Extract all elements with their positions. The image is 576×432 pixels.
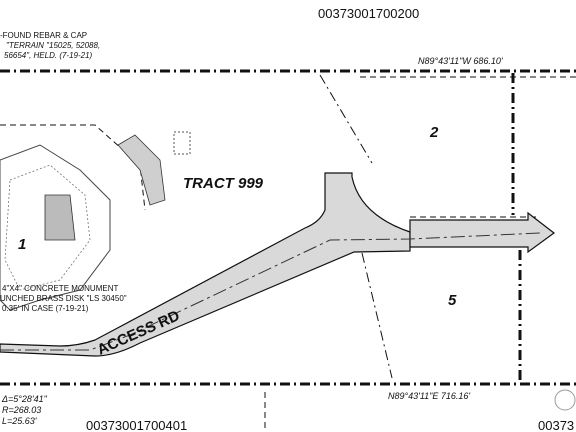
building-footprint <box>0 134 166 311</box>
lot-5-west-line <box>361 252 393 379</box>
tract-label: TRACT 999 <box>183 175 264 192</box>
road-extension <box>409 211 556 254</box>
note-found-rebar-1: -FOUND REBAR & CAP <box>0 31 87 40</box>
note-found-rebar-2: "TERRAIN "15025, 52088, <box>6 41 100 50</box>
note-found-rebar-3: 56654", HELD. (7-19-21) <box>4 51 93 60</box>
road-centerline <box>0 232 541 351</box>
note-monument-3: 0.35' IN CASE (7-19-21) <box>2 304 89 313</box>
north-bearing-label: N89°43'11"W 686.10' <box>418 56 503 66</box>
curve-delta: Δ=5°28'41" <box>1 394 48 404</box>
lot-1-label: 1 <box>18 236 26 253</box>
curve-radius: R=268.03 <box>2 405 41 415</box>
lot-2-west-line <box>319 74 373 164</box>
tract-boundary <box>0 124 146 211</box>
parcel-id-bottom-right: 00373 <box>538 418 574 432</box>
parcel-id-bottom: 00373001700401 <box>86 418 187 432</box>
access-road <box>0 172 411 357</box>
curve-length: L=25.63' <box>2 416 37 426</box>
parcel-id-top: 00373001700200 <box>318 6 419 21</box>
corner-monument-icon <box>554 389 576 411</box>
lot-2-label: 2 <box>429 124 439 141</box>
survey-marker-square <box>173 131 191 155</box>
note-monument-2: UNCHED BRASS DISK "LS 30450" <box>0 294 127 303</box>
south-bearing-label: N89°43'11"E 716.16' <box>388 391 470 401</box>
note-monument-1: 4"X4" CONCRETE MONUMENT <box>2 284 118 293</box>
lot-5-label: 5 <box>448 292 457 309</box>
